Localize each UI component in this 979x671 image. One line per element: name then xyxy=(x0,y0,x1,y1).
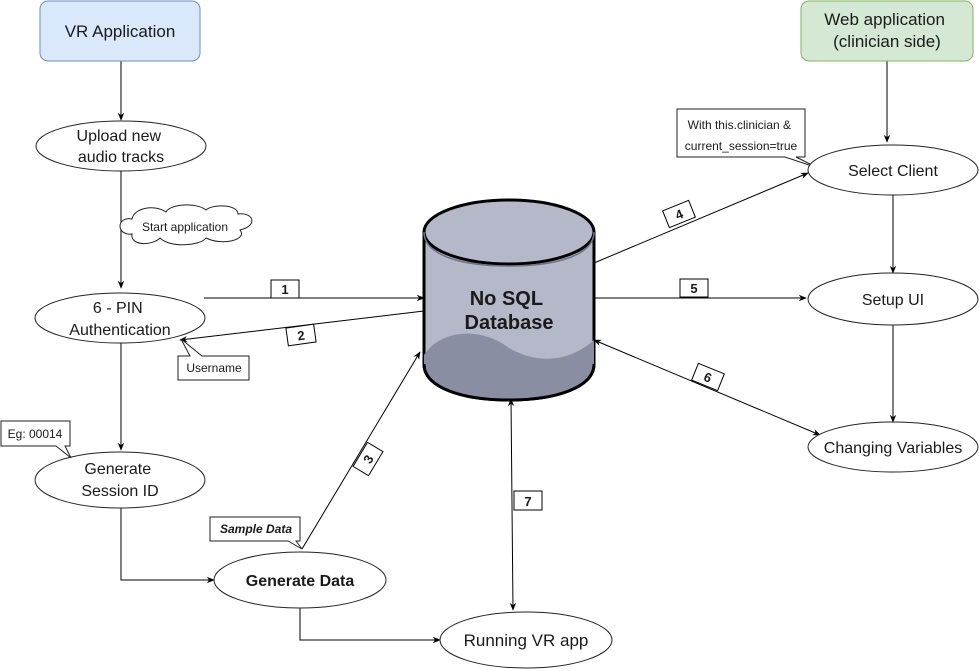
edge-6-db-changing-variables xyxy=(593,339,821,436)
edge-generate-data-to-running-vr xyxy=(299,608,441,644)
edge-label-5: 5 xyxy=(679,278,709,298)
upload-audio-label: Upload new audio tracks xyxy=(77,128,166,166)
setup-ui-label: Setup UI xyxy=(862,292,924,309)
setup-ui-node: Setup UI xyxy=(807,272,979,326)
edge-7-db-running-vr xyxy=(507,398,517,611)
running-vr-label: Running VR app xyxy=(464,631,589,650)
generate-session-node: Generate Session ID xyxy=(34,451,206,509)
svg-text:7: 7 xyxy=(524,494,531,509)
vr-application-label: VR Application xyxy=(65,22,176,41)
generate-data-label: Generate Data xyxy=(246,573,355,590)
username-label: Username xyxy=(186,361,242,375)
edge-label-7: 7 xyxy=(513,490,543,511)
svg-text:1: 1 xyxy=(281,282,288,297)
upload-audio-node: Upload new audio tracks xyxy=(35,120,207,172)
eg-session-callout: Eg: 00014 xyxy=(0,420,72,459)
edge-label-1: 1 xyxy=(270,279,300,299)
nosql-database-cylinder: No SQL Database xyxy=(422,198,596,402)
generate-session-label: Generate Session ID xyxy=(81,461,158,500)
database-label: No SQL Database xyxy=(465,288,554,334)
start-application-cloud: Start application xyxy=(119,204,253,246)
edge-label-2: 2 xyxy=(285,323,317,347)
sample-data-callout: Sample Data xyxy=(209,516,303,550)
username-callout: Username xyxy=(177,338,250,381)
edge-session-to-generate-data xyxy=(120,507,215,584)
changing-variables-label: Changing Variables xyxy=(824,440,962,457)
running-vr-node: Running VR app xyxy=(439,611,613,669)
web-application-label: Web application (clinician side) xyxy=(824,10,949,51)
changing-variables-node: Changing Variables xyxy=(807,421,979,473)
sample-data-label: Sample Data xyxy=(220,522,292,536)
clinician-note-label: With this.clinician & current_session=tr… xyxy=(685,118,798,153)
generate-data-node: Generate Data xyxy=(213,551,387,609)
edges xyxy=(117,61,897,644)
edge-label-3: 3 xyxy=(352,441,384,477)
edge-label-6: 6 xyxy=(690,362,726,392)
web-application-box: Web application (clinician side) xyxy=(800,0,974,62)
pin-auth-label: 6 - PIN Authentication xyxy=(69,300,170,339)
edge-label-4: 4 xyxy=(661,199,697,229)
select-client-node: Select Client xyxy=(807,144,979,196)
svg-text:5: 5 xyxy=(690,281,697,296)
start-application-label: Start application xyxy=(142,220,228,234)
eg-session-label: Eg: 00014 xyxy=(8,427,63,441)
vr-application-box: VR Application xyxy=(39,0,201,62)
pin-auth-node: 6 - PIN Authentication xyxy=(34,292,206,344)
edge-3-generate-data-to-db xyxy=(301,351,421,550)
edge-4-db-to-select-client xyxy=(593,172,809,264)
clinician-note-callout: With this.clinician & current_session=tr… xyxy=(676,108,819,169)
svg-text:2: 2 xyxy=(296,328,305,344)
select-client-label: Select Client xyxy=(848,163,938,180)
